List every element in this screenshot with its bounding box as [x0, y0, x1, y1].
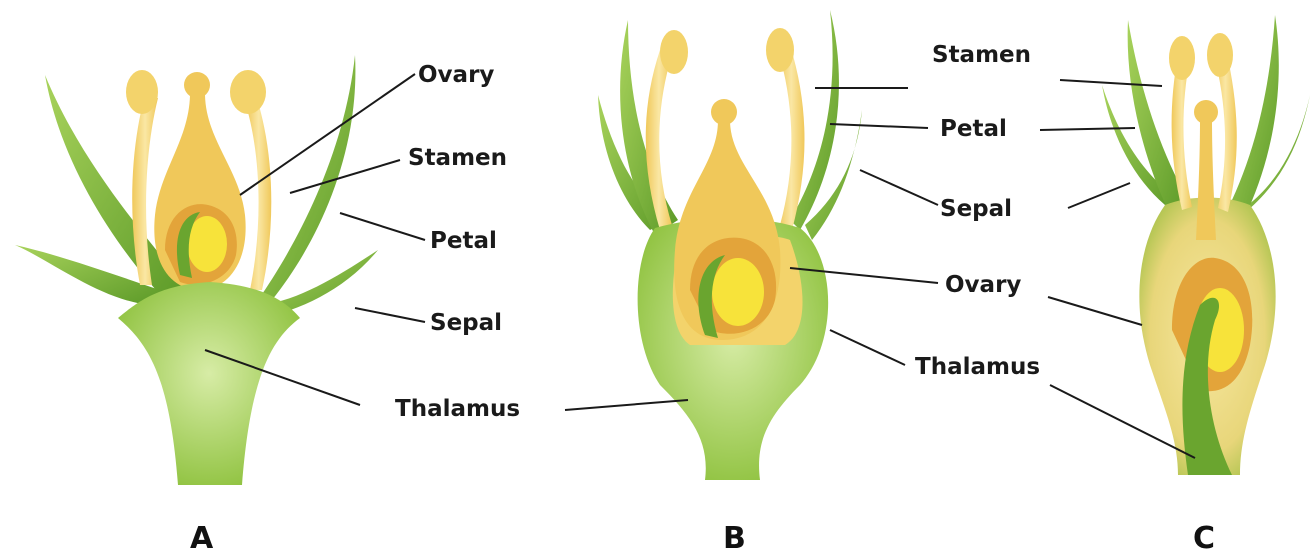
flower-a-thalamus: [118, 282, 300, 485]
figure-letter-b: B: [723, 521, 746, 556]
flower-c-style: [1196, 120, 1216, 240]
figure-letter-c: C: [1193, 521, 1215, 556]
label-a-ovary: Ovary: [418, 62, 494, 88]
flower-b: [598, 10, 862, 480]
label-a-sepal: Sepal: [430, 310, 502, 336]
flower-a-stamen-right: [246, 102, 271, 290]
leader-c-petal: [1040, 128, 1135, 130]
flower-c-anther-right: [1207, 33, 1233, 77]
flower-a-stigma: [184, 72, 210, 98]
leader-b-thalamus: [565, 400, 688, 410]
leader-c-stamen: [1060, 80, 1162, 86]
flower-c-anther-left: [1169, 36, 1195, 80]
label-b-petal: Petal: [940, 116, 1007, 142]
label-a-stamen: Stamen: [408, 145, 507, 171]
flower-b-anther-left: [660, 30, 688, 74]
flower-a-anther-right: [230, 70, 266, 114]
label-c-stamen: Stamen: [932, 42, 1031, 68]
leader-b-petal: [830, 124, 928, 128]
label-a-thalamus: Thalamus: [395, 396, 520, 422]
flower-a-anther-left: [126, 70, 158, 114]
leader-c-ovary: [1048, 297, 1142, 325]
leader-a-sepal: [355, 308, 425, 322]
leader-b-sepal: [860, 170, 938, 205]
figure-letter-a: A: [190, 521, 214, 556]
leader-a-stamen: [290, 160, 400, 193]
leader-b-thalamus-right: [830, 330, 905, 365]
flower-c-petal-right: [1232, 15, 1279, 210]
flower-a: [15, 55, 378, 485]
label-b-ovary: Ovary: [945, 272, 1021, 298]
label-a-petal: Petal: [430, 228, 497, 254]
flower-b-anther-right: [766, 28, 794, 72]
label-b-thalamus: Thalamus: [915, 354, 1040, 380]
flower-b-stigma: [711, 99, 737, 125]
label-b-sepal: Sepal: [940, 196, 1012, 222]
leader-a-petal: [340, 213, 425, 240]
leader-c-sepal: [1068, 183, 1130, 208]
flower-c-stigma: [1194, 100, 1218, 124]
flower-b-ovule: [712, 258, 764, 326]
